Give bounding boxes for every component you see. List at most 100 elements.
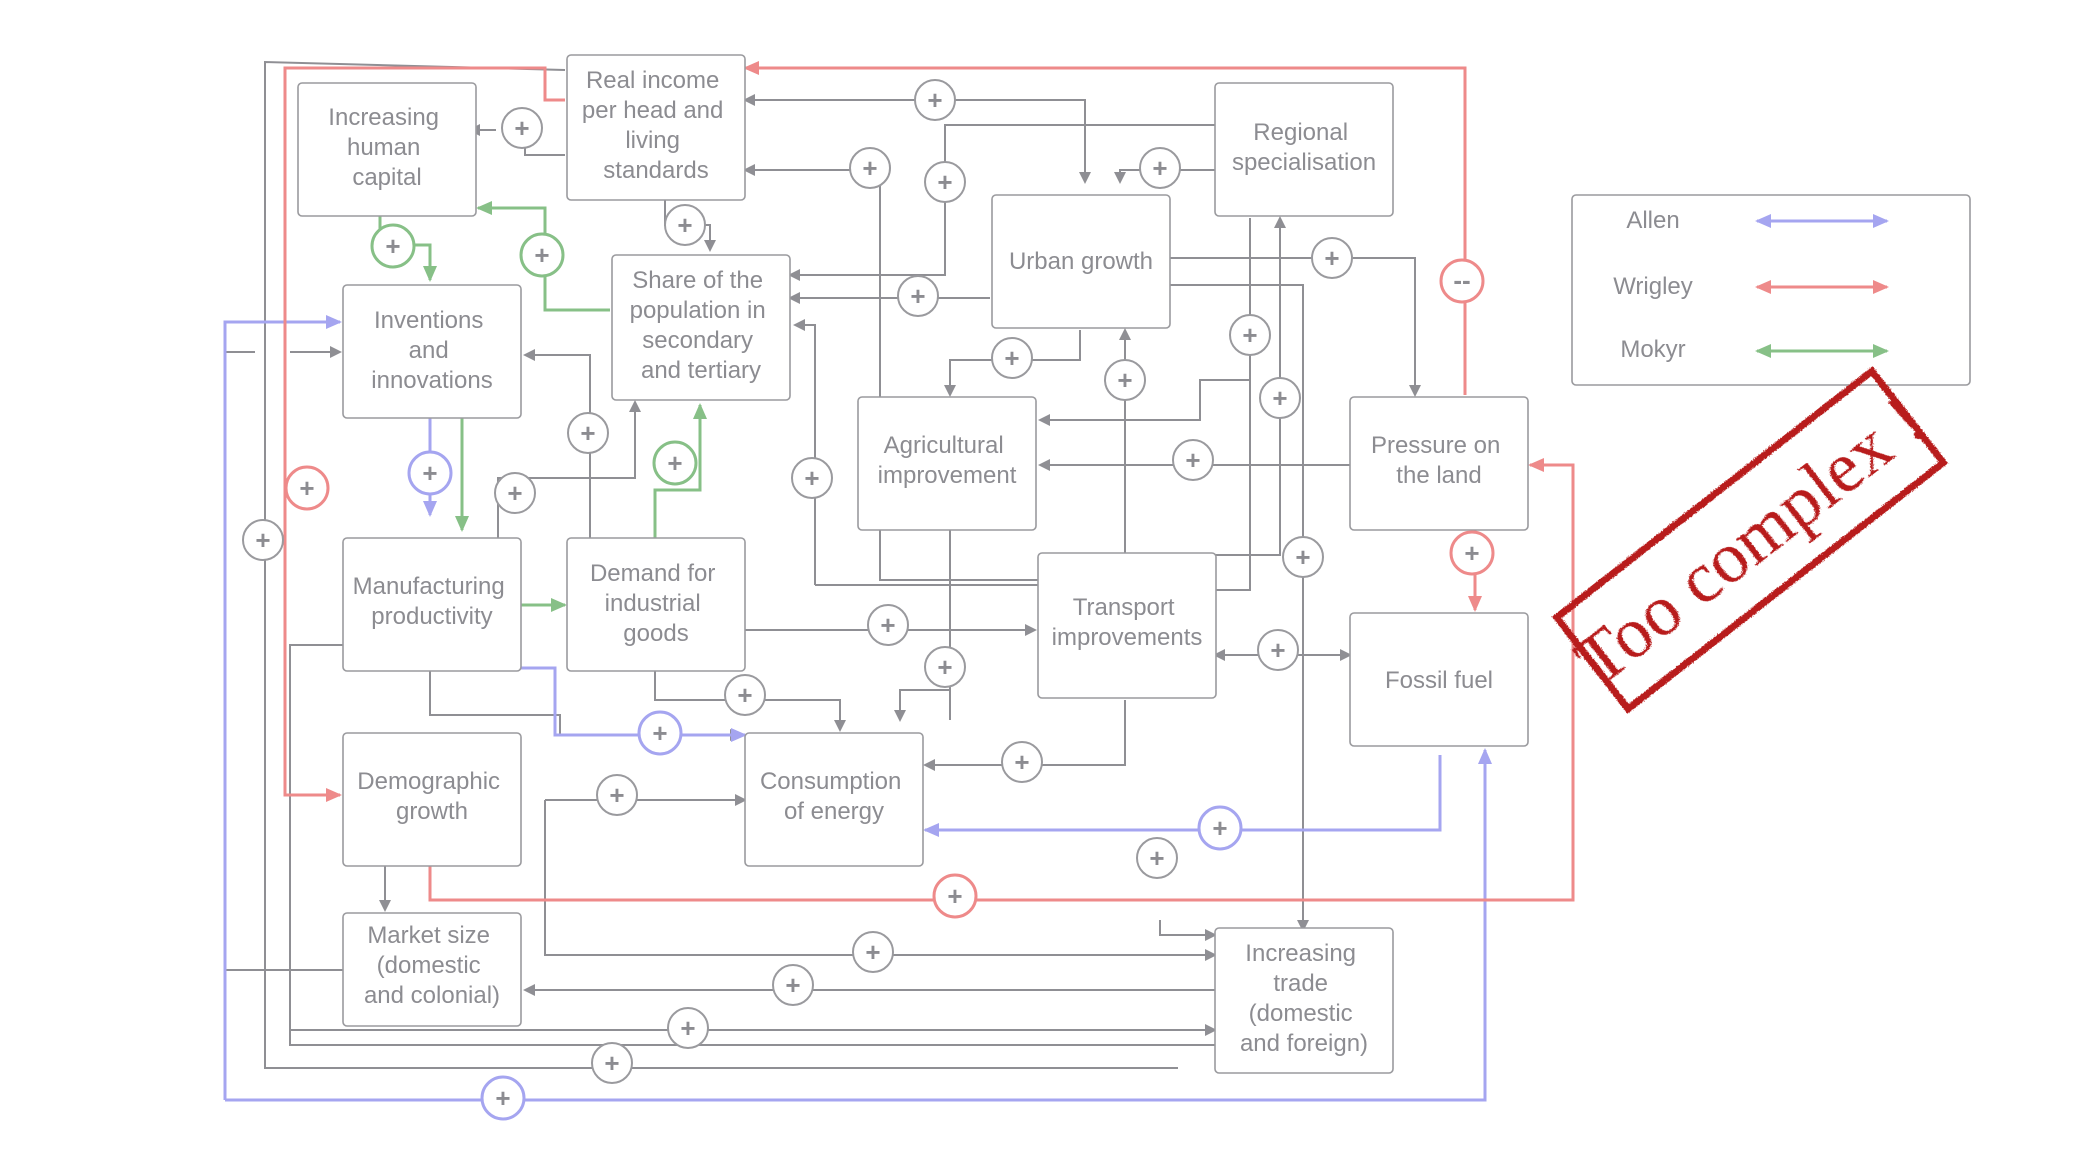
svg-text:+: + xyxy=(534,240,549,270)
plus-sign: + xyxy=(772,964,814,1006)
svg-text:--: -- xyxy=(1453,265,1470,295)
plus-sign: + xyxy=(1139,147,1181,189)
sign-markers: + + + + + + + + + + + + + + + + + + + + … xyxy=(242,79,1495,1121)
plus-sign: + xyxy=(1257,629,1299,671)
svg-text:+: + xyxy=(927,85,942,115)
svg-text:+: + xyxy=(1014,747,1029,777)
svg-text:Market size (domestic: Market size (domestic and colonial) xyxy=(364,922,500,1009)
svg-text:+: + xyxy=(1149,843,1164,873)
svg-text:+: + xyxy=(1185,445,1200,475)
svg-text:+: + xyxy=(785,970,800,1000)
svg-text:+: + xyxy=(1117,365,1132,395)
node-manufacturing-productivity: Manufacturing productivity xyxy=(342,537,522,672)
plus-sign: + xyxy=(852,931,894,973)
plus-sign-allen: + xyxy=(407,450,453,496)
node-label: Real income xyxy=(586,67,719,94)
svg-text:Mokyr: Mokyr xyxy=(1620,336,1685,363)
svg-text:+: + xyxy=(507,478,522,508)
svg-text:+: + xyxy=(862,153,877,183)
plus-sign: + xyxy=(897,275,939,317)
svg-text:+: + xyxy=(937,167,952,197)
plus-sign: + xyxy=(501,107,543,149)
svg-text:+: + xyxy=(1270,635,1285,665)
svg-text:+: + xyxy=(609,780,624,810)
svg-text:Fossil fuel: Fossil fuel xyxy=(1385,667,1493,694)
svg-text:Pressure on the land: Pressure on the land xyxy=(1371,432,1507,489)
plus-sign: + xyxy=(596,774,638,816)
stamp-text: Too complex ! xyxy=(1560,380,1939,701)
svg-text:+: + xyxy=(1242,320,1257,350)
node-demographic-growth: Demographic growth xyxy=(342,732,522,867)
svg-text:+: + xyxy=(737,680,752,710)
svg-text:+: + xyxy=(667,448,682,478)
svg-text:Real income per head and: Real income per head and living standard… xyxy=(582,67,730,184)
plus-sign: + xyxy=(1001,741,1043,783)
svg-text:+: + xyxy=(910,281,925,311)
svg-text:Transport improvements: Transport improvements xyxy=(1052,594,1203,651)
node-demand-industrial: Demand for industrial goods xyxy=(566,537,746,672)
plus-sign-allen: + xyxy=(637,710,683,756)
svg-text:+: + xyxy=(255,525,270,555)
svg-text:+: + xyxy=(299,473,314,503)
node-market-size: Market size (domestic and colonial) xyxy=(342,912,522,1027)
node-transport-improvements: Transport improvements xyxy=(1037,552,1217,699)
svg-text:Consumption of energy: Consumption of energy xyxy=(760,768,908,825)
svg-text:+: + xyxy=(1272,383,1287,413)
svg-text:+: + xyxy=(580,418,595,448)
plus-sign: + xyxy=(494,472,536,514)
svg-text:+: + xyxy=(947,881,962,911)
minus-sign-wrigley: -- xyxy=(1439,258,1485,304)
plus-sign: + xyxy=(1172,439,1214,481)
node-consumption-energy: Consumption of energy xyxy=(744,732,924,867)
svg-text:+: + xyxy=(652,718,667,748)
svg-text:+: + xyxy=(422,458,437,488)
svg-text:+: + xyxy=(514,113,529,143)
svg-text:+: + xyxy=(604,1048,619,1078)
svg-text:Wrigley: Wrigley xyxy=(1613,273,1693,300)
svg-text:Allen: Allen xyxy=(1626,207,1679,234)
plus-sign: + xyxy=(567,412,609,454)
svg-text:Inventions and inn: Inventions and innovations xyxy=(371,307,492,394)
svg-text:+: + xyxy=(677,210,692,240)
plus-sign-wrigley: + xyxy=(932,873,978,919)
node-human-capital: Increasing human capital xyxy=(297,82,477,217)
plus-sign: + xyxy=(924,161,966,203)
plus-sign-wrigley: + xyxy=(284,465,330,511)
plus-sign: + xyxy=(1136,837,1178,879)
plus-sign: + xyxy=(914,79,956,121)
plus-sign-allen: + xyxy=(480,1075,526,1121)
svg-text:+: + xyxy=(865,937,880,967)
edge-outer-loop-left xyxy=(264,60,1178,1069)
plus-sign: + xyxy=(867,604,909,646)
svg-text:Share of the population: Share of the population in secondary and… xyxy=(630,267,773,384)
plus-sign-mokyr: + xyxy=(519,232,565,278)
plus-sign: + xyxy=(591,1042,633,1084)
svg-text:Demographic growth: Demographic growth xyxy=(357,768,506,825)
svg-text:+: + xyxy=(937,652,952,682)
node-urban-growth: Urban growth xyxy=(991,194,1171,329)
plus-sign: + xyxy=(849,147,891,189)
plus-sign: + xyxy=(1311,237,1353,279)
node-agricultural-improvement: Agricultural improvement xyxy=(857,396,1037,531)
too-complex-stamp: Too complex ! xyxy=(1551,366,1949,714)
legend-item-allen: Allen xyxy=(1626,207,1889,234)
plus-sign: + xyxy=(1282,536,1324,578)
node-regional-specialisation: Regional specialisation xyxy=(1214,82,1394,217)
svg-text:+: + xyxy=(1324,243,1339,273)
plus-sign: + xyxy=(724,674,766,716)
svg-text:+: + xyxy=(1212,813,1227,843)
plus-sign: + xyxy=(1104,359,1146,401)
legend: Allen Wrigley Mokyr xyxy=(1571,194,1971,386)
svg-text:Increasing trade (: Increasing trade (domestic and foreign) xyxy=(1240,940,1368,1057)
plus-sign-wrigley: + xyxy=(1449,530,1495,576)
svg-text:Regional specialisation: Regional specialisation xyxy=(1232,119,1376,176)
svg-text:Agricultural improvement: Agricultural improvement xyxy=(878,432,1017,489)
node-share-population: Share of the population in secondary and… xyxy=(611,254,791,401)
svg-text:+: + xyxy=(385,231,400,261)
plus-sign-allen: + xyxy=(1197,805,1243,851)
node-pressure-on-land: Pressure on the land xyxy=(1349,396,1529,531)
plus-sign: + xyxy=(791,457,833,499)
plus-sign: + xyxy=(242,519,284,561)
svg-text:+: + xyxy=(880,610,895,640)
